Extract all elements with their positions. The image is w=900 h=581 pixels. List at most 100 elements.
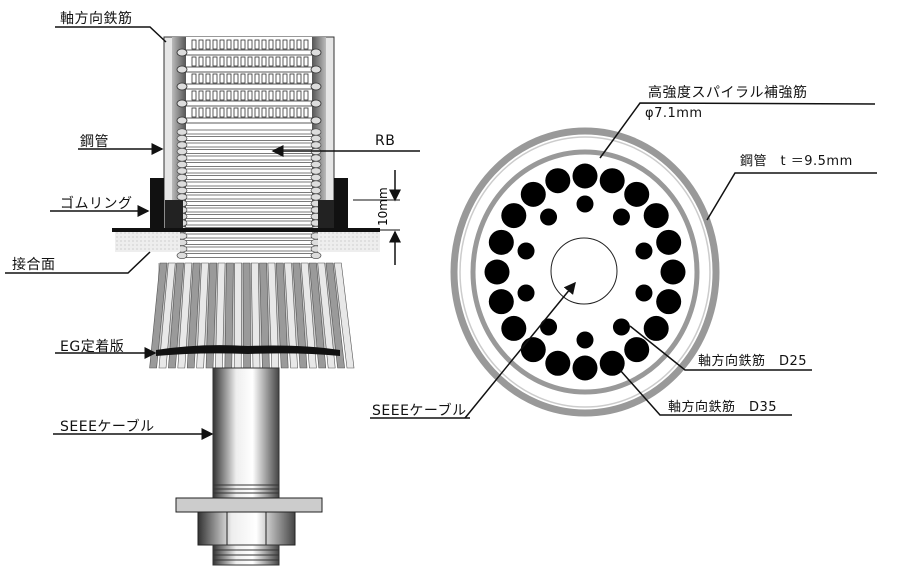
rb-coil	[179, 233, 319, 239]
rebar-d35	[572, 163, 598, 189]
fanned-rebar	[168, 262, 184, 369]
vertical-rebar	[212, 56, 218, 67]
vertical-rebar	[282, 56, 288, 67]
axial-rebar-d25-label: 軸方向鉄筋 D25	[698, 354, 808, 369]
vertical-rebar	[247, 39, 253, 50]
vertical-rebar	[212, 90, 218, 101]
rb-coil	[179, 168, 319, 174]
rb-coil-end	[176, 141, 188, 149]
vertical-rebar	[247, 56, 253, 67]
rb-coil-end	[176, 154, 188, 162]
vertical-rebar	[275, 107, 281, 118]
rebar-d25	[635, 284, 653, 302]
steel-pipe-thickness-label: 鋼管 t ＝9.5mm	[740, 154, 853, 169]
spiral-rebar-upper	[176, 39, 322, 125]
spiral-turn	[181, 66, 317, 73]
vertical-rebar	[198, 90, 204, 101]
rb-coil-end	[176, 147, 188, 156]
rb-coil	[179, 162, 319, 167]
seee-cable-label-left: SEEEケーブル	[60, 419, 155, 435]
rb-coil-end	[310, 128, 322, 136]
rb-coil-end	[176, 160, 188, 169]
rb-coil	[179, 155, 319, 161]
vertical-rebar	[275, 39, 281, 50]
vertical-rebar	[296, 107, 302, 118]
vertical-rebar	[282, 90, 288, 101]
vertical-rebar	[289, 56, 295, 67]
rebar-d25	[517, 284, 535, 302]
cable-rod	[212, 367, 280, 499]
rebar-d35	[501, 315, 527, 341]
vertical-rebar	[205, 107, 211, 118]
vertical-rebar	[296, 39, 302, 50]
vertical-rebar	[233, 90, 239, 101]
vertical-rebar	[226, 107, 232, 118]
vertical-rebar	[198, 39, 204, 50]
vertical-rebar	[226, 39, 232, 50]
vertical-rebar	[254, 73, 260, 84]
fanned-rebar	[275, 262, 289, 369]
rebar-d35	[660, 259, 686, 285]
vertical-rebar	[289, 39, 295, 50]
spiral-end	[310, 48, 322, 57]
vertical-rebar	[205, 90, 211, 101]
rebar-d35	[545, 350, 571, 376]
rb-coil	[179, 175, 319, 180]
rb-coil	[179, 194, 319, 200]
vertical-rebar	[303, 107, 309, 118]
vertical-rebar	[191, 107, 197, 118]
rubber-ring-right	[334, 178, 348, 230]
vertical-rebar	[233, 107, 239, 118]
rebar-d35	[656, 289, 682, 315]
fanned-rebar	[158, 262, 176, 369]
rb-coil-end	[310, 193, 322, 201]
vertical-rebar	[219, 90, 225, 101]
vertical-rebar	[282, 107, 288, 118]
vertical-rebar	[289, 73, 295, 84]
rb-coil	[179, 207, 319, 213]
rb-coil-end	[310, 251, 322, 260]
spiral-turn	[181, 49, 317, 56]
vertical-rebar	[247, 73, 253, 84]
vertical-rebar	[261, 73, 267, 84]
vertical-rebar	[247, 107, 253, 118]
side-section	[112, 36, 380, 566]
vertical-rebar	[240, 39, 246, 50]
nut	[197, 511, 296, 546]
vertical-rebar	[261, 107, 267, 118]
axial-rebar-label: 軸方向鉄筋	[60, 11, 133, 27]
vertical-rebar	[303, 39, 309, 50]
rb-coil-end	[176, 134, 188, 143]
vertical-rebar	[296, 56, 302, 67]
rebar-d35	[643, 315, 669, 341]
rebar-d35	[488, 289, 514, 315]
steel-pipe-ring	[450, 127, 720, 417]
rebar-d35	[624, 181, 650, 207]
vertical-rebar	[303, 73, 309, 84]
left-leaders	[5, 26, 420, 440]
rb-coil	[179, 201, 319, 206]
spiral-end	[176, 82, 188, 91]
fanned-rebar	[292, 262, 308, 369]
rebar-d25	[576, 195, 594, 213]
rebar-fan	[149, 262, 355, 369]
rebar-d35	[520, 181, 546, 207]
rb-coil	[179, 181, 319, 187]
vertical-rebar	[268, 90, 274, 101]
rebar-d25	[517, 242, 535, 260]
rb-coil-end	[176, 173, 188, 182]
vertical-rebar	[268, 107, 274, 118]
rb-coil-end	[310, 173, 322, 182]
right-leaders	[370, 102, 877, 419]
rb-coil	[179, 188, 319, 193]
vertical-rebar	[296, 73, 302, 84]
rb-coil	[179, 253, 319, 258]
axial-rebar-d35-label: 軸方向鉄筋 D35	[668, 400, 778, 415]
joint-surface-label: 接合面	[12, 257, 56, 273]
cross-section	[450, 127, 720, 417]
fanned-rebar	[177, 262, 193, 369]
vertical-rebar	[219, 39, 225, 50]
fanned-rebar	[284, 262, 298, 369]
rebar-d25	[635, 242, 653, 260]
